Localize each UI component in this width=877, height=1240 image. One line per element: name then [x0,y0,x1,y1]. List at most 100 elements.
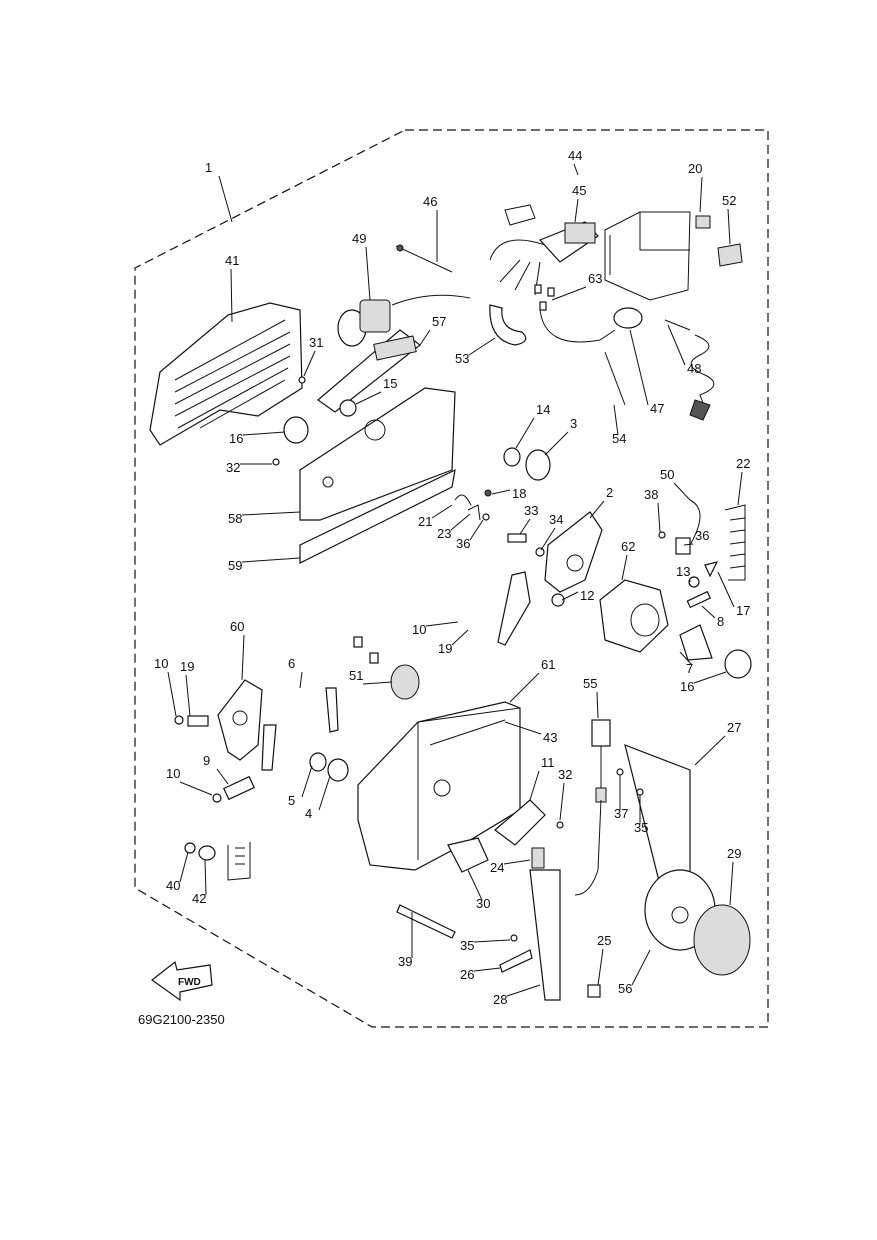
callout-17: 17 [736,603,750,618]
callout-50: 50 [660,467,674,482]
callout-47: 47 [650,401,664,416]
leader-line-10 [179,781,213,796]
part-38-screw [658,531,666,539]
callout-10: 10 [412,622,426,637]
leader-line-23 [450,513,471,531]
part-14-washer [503,447,521,467]
callout-26: 26 [460,967,474,982]
callout-18: 18 [512,486,526,501]
part-12-collar [551,593,565,607]
part-51-grommet [353,636,420,700]
callout-31: 31 [309,335,323,350]
drawing-code: 69G2100-2350 [138,1012,225,1027]
callout-37: 37 [614,806,628,821]
leader-line-6 [299,671,303,689]
part-29-knob-cap [693,904,751,976]
part-16-grommet-upper [283,416,309,444]
callout-9: 9 [203,753,210,768]
part-housing-rear [604,211,691,301]
callout-13: 13 [676,564,690,579]
leader-line-45 [574,198,579,223]
assembly-boundary [134,129,769,1028]
part-52-clip [717,243,743,267]
callout-58: 58 [228,511,242,526]
callout-33: 33 [524,503,538,518]
callout-36: 36 [695,528,709,543]
leader-line-10 [167,671,177,717]
leader-line-19 [451,629,469,646]
part-54-band [604,351,626,406]
callout-34: 34 [549,512,563,527]
callout-16: 16 [229,431,243,446]
part-32-screw-lower [556,821,564,829]
fwd-label: FWD [178,977,201,988]
leader-line-7 [679,651,693,666]
callout-48: 48 [687,361,701,376]
callout-3: 3 [570,416,577,431]
part-30-cover [447,837,489,873]
part-10-clip-left [174,715,184,725]
part-28-shift-arm [529,847,561,1001]
part-48-lanyard [664,319,715,421]
leader-line-57 [419,329,431,346]
part-34-washer [535,547,545,557]
leader-line-2 [589,500,605,519]
part-42-washer [198,845,216,861]
part-50-cable [689,499,701,546]
callout-8: 8 [717,614,724,629]
leader-line-34 [540,527,556,551]
callout-45: 45 [572,183,586,198]
leader-line-29 [729,861,734,906]
part-harness-lower [574,799,602,896]
part-19-link-lower [187,715,209,727]
callout-15: 15 [383,376,397,391]
callout-5: 5 [288,793,295,808]
leader-line-12 [561,591,579,601]
part-41-cover [149,302,303,446]
leader-line-62 [621,554,628,581]
part-58-bracket [299,387,456,521]
callout-41: 41 [225,253,239,268]
callout-12: 12 [580,588,594,603]
callout-11: 11 [541,755,555,770]
leader-line-55 [596,691,599,719]
part-20-clip [695,215,711,229]
leader-line-60 [241,634,245,681]
callout-29: 29 [727,846,741,861]
part-8-screw [686,590,712,609]
leader-line-61 [509,672,540,703]
part-base-plate [227,842,251,881]
part-9-shaft [222,775,256,801]
part-45-harness [489,204,599,296]
callout-53: 53 [455,351,469,366]
part-18-nut [484,489,492,497]
callout-32: 32 [558,767,572,782]
part-17-clip [704,561,719,578]
callout-46: 46 [423,194,437,209]
leader-line-30 [467,869,483,901]
leader-line-15 [355,391,382,405]
part-15-bushing [339,399,357,417]
part-31-screw [298,376,306,384]
leader-line-49 [365,246,371,301]
callout-38: 38 [644,487,658,502]
callout-16: 16 [680,679,694,694]
part-35-screw-lower [510,934,518,942]
part-6-arm [261,687,339,771]
leader-line-20 [699,176,703,213]
leader-line-4 [318,775,331,811]
callout-28: 28 [493,992,507,1007]
leader-line-22 [737,471,743,506]
part-25-clip [587,984,601,998]
leader-line-40 [179,851,189,883]
callout-24: 24 [490,860,504,875]
callout-7: 7 [686,661,693,676]
callout-63: 63 [588,271,602,286]
callout-61: 61 [541,657,555,672]
callout-6: 6 [288,656,295,671]
callout-54: 54 [612,431,626,446]
callout-55: 55 [583,676,597,691]
part-4-bushing [327,758,349,782]
leader-line-50 [673,482,691,501]
leader-line-53 [468,337,496,356]
